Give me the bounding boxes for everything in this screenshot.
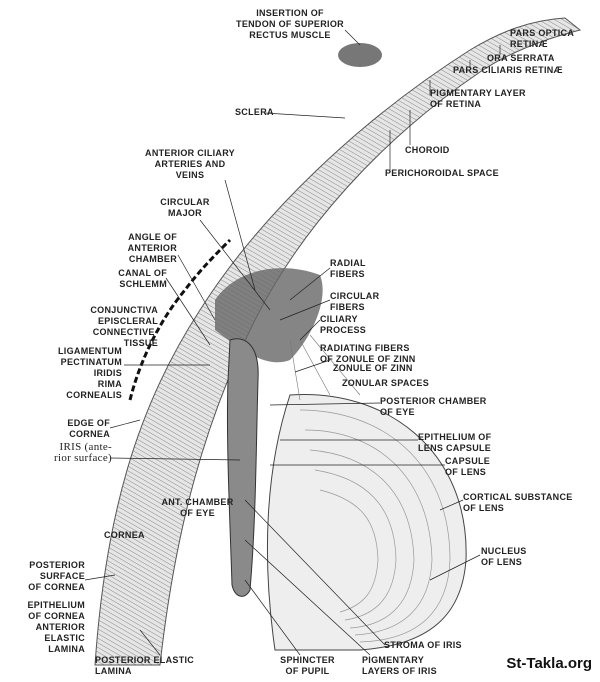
label-sclera: SCLERA — [235, 107, 274, 117]
label-angle-anterior-chamber: ANGLE OF ANTERIOR CHAMBER — [127, 232, 177, 264]
zonule-fibers — [289, 334, 361, 401]
label-conjunctiva: CONJUNCTIVA EPISCLERAL CONNECTIVE- TISSU… — [90, 305, 158, 348]
label-ciliary-process: CILIARY PROCESS — [320, 314, 367, 335]
label-nucleus-lens: NUCLEUS OF LENS — [481, 546, 527, 567]
ciliary-body — [215, 268, 323, 363]
label-iris-anterior: IRIS (ante- rior surface) — [54, 441, 112, 464]
label-perichoroidal-space: PERICHOROIDAL SPACE — [385, 168, 499, 178]
tendon-insertion — [338, 43, 382, 67]
label-pigmentary-retina: PIGMENTARY LAYER OF RETINA — [430, 88, 526, 109]
conjunctiva-edge — [128, 238, 232, 401]
label-radiating-fibers: RADIATING FIBERS OF ZONULE OF ZINN — [320, 343, 416, 364]
label-canal-schlemm: CANAL OF SCHLEMM — [118, 268, 167, 289]
label-pigmentary-iris: PIGMENTARY LAYERS OF IRIS — [362, 655, 437, 676]
label-posterior-chamber: POSTERIOR CHAMBER OF EYE — [380, 396, 487, 417]
label-choroid: CHOROID — [405, 145, 450, 155]
label-circular-major: CIRCULAR MAJOR — [160, 197, 210, 218]
lens — [266, 393, 467, 651]
watermark: St-Takla.org — [506, 655, 592, 672]
label-ora-serrata: ORA SERRATA — [487, 53, 555, 63]
label-cornea: CORNEA — [104, 530, 145, 540]
label-zonule-zinn: ZONULE OF ZINN — [333, 363, 413, 373]
label-edge-cornea: EDGE OF CORNEA — [67, 418, 110, 439]
label-epithelium-cornea: EPITHELIUM OF CORNEA ANTERIOR ELASTIC LA… — [27, 600, 85, 654]
label-cortical-substance: CORTICAL SUBSTANCE OF LENS — [463, 492, 573, 513]
label-ligamentum-pectinatum: LIGAMENTUM PECTINATUM IRIDIS RIMA CORNEA… — [58, 346, 122, 400]
label-ant-chamber: ANT. CHAMBER OF EYE — [161, 497, 234, 518]
label-pars-ciliaris: PARS CILIARIS RETINÆ — [453, 65, 563, 75]
label-posterior-elastic: POSTERIOR ELASTIC LAMINA — [95, 655, 195, 676]
label-pars-optica: PARS OPTICA RETINÆ — [510, 28, 575, 49]
label-circular-fibers: CIRCULAR FIBERS — [330, 291, 380, 312]
iris — [226, 338, 259, 597]
label-insertion-rectus: INSERTION OF TENDON OF SUPERIOR RECTUS M… — [236, 8, 344, 40]
label-capsule-lens: CAPSULE OF LENS — [445, 456, 491, 477]
label-posterior-surface-cornea: POSTERIOR SURFACE OF CORNEA — [28, 560, 85, 592]
label-anterior-ciliary: ANTERIOR CILIARY ARTERIES AND VEINS — [145, 148, 235, 180]
label-sphincter-pupil: SPHINCTER OF PUPIL — [280, 655, 335, 676]
leader-lines — [84, 29, 501, 656]
label-zonular-spaces: ZONULAR SPACES — [342, 378, 430, 388]
label-epithelium-lens: EPITHELIUM OF LENS CAPSULE — [418, 432, 492, 453]
label-radial-fibers: RADIAL FIBERS — [330, 258, 366, 279]
label-stroma-iris: STROMA OF IRIS — [384, 640, 462, 650]
